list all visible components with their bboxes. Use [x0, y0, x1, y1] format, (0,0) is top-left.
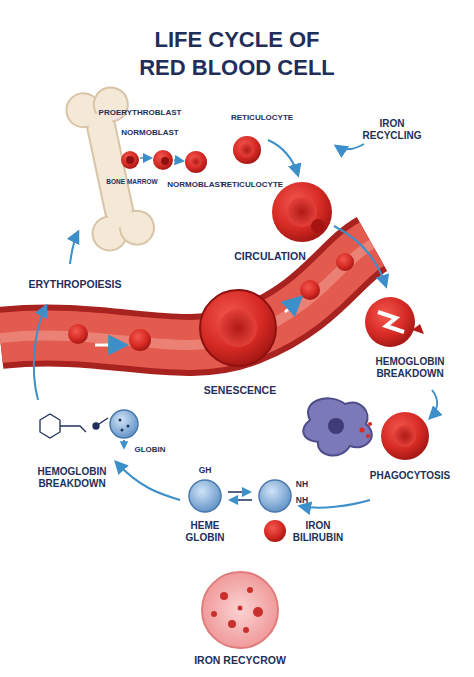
- process-label: IRON RECYCLING: [352, 118, 432, 141]
- cell-stage-label: NORMOBLAST: [121, 128, 178, 137]
- macrophage: [303, 398, 429, 460]
- process-label: SENESCENCE: [204, 384, 276, 396]
- molecule-label: HEME GLOBIN: [175, 520, 235, 543]
- molecule-label: IRON BILIRUBIN: [284, 520, 352, 543]
- cell-stage-label: RETICULOCYTE: [231, 113, 293, 122]
- process-label: ERYTHROPOIESIS: [29, 278, 122, 290]
- process-label: CIRCULATION: [234, 250, 306, 262]
- title: LIFE CYCLE OF RED BLOOD CELL: [135, 26, 340, 81]
- cell-stage-label: RETICULOCYTE: [221, 180, 283, 189]
- cell-stage-label: PROERYTHROBLAST: [99, 108, 182, 117]
- chemical-group: NH: [296, 496, 308, 506]
- recycled-cell: [202, 572, 278, 648]
- globin: [110, 410, 138, 448]
- chemical-group: GH: [199, 466, 212, 476]
- ruptured-cell: [365, 297, 424, 347]
- process-label: PHAGOCYTOSIS: [370, 470, 450, 482]
- cycle-arrows: [34, 140, 437, 508]
- molecule-label: GLOBIN: [134, 445, 165, 454]
- process-label: IRON RECYCROW: [194, 654, 286, 666]
- process-label: HEMOGLOBIN BREAKDOWN: [360, 356, 460, 379]
- blood-vessel: [0, 244, 372, 366]
- chemical-group: NH: [296, 480, 308, 490]
- location-label: BONE MARROW: [106, 178, 157, 185]
- heme-molecule: [40, 414, 108, 438]
- cell-stage-label: NORMOBLAST: [167, 180, 224, 189]
- process-label: HEMOGLOBIN BREAKDOWN: [17, 466, 127, 489]
- developing-cells: [121, 136, 261, 173]
- circulating-cell: [272, 182, 332, 242]
